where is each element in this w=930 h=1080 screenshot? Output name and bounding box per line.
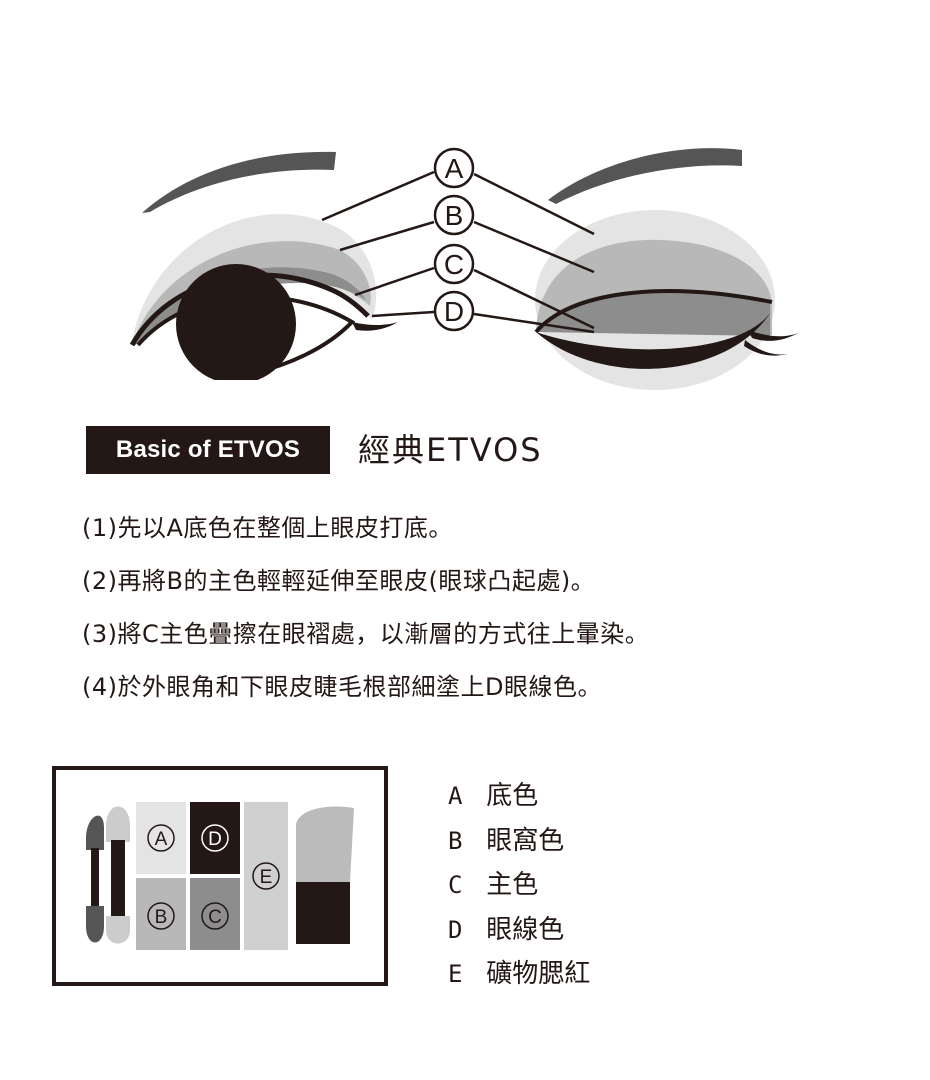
step-2: (2)再將B的主色輕輕延伸至眼皮(眼球凸起處)。 xyxy=(82,567,596,595)
legend-key-b: B xyxy=(448,826,463,855)
left-eyebrow xyxy=(142,151,336,213)
legend-item-d: D 眼線色 xyxy=(448,908,590,953)
palette-well-label-b: B xyxy=(155,907,168,928)
open-eye-illustration xyxy=(129,151,398,400)
callout-label-d: D xyxy=(444,296,464,327)
legend-label-b: 眼窩色 xyxy=(486,825,565,856)
shade-legend: A 底色 B 眼窩色 C 主色 D 眼線色 E 礦物腮紅 xyxy=(448,774,590,997)
right-shade-c xyxy=(536,290,770,336)
left-shade-b xyxy=(132,241,371,345)
left-lash xyxy=(352,322,398,331)
closed-eye-illustration xyxy=(534,148,800,390)
right-lashes xyxy=(744,330,800,356)
callout-badge-b: B xyxy=(433,194,475,236)
callout-label-c: C xyxy=(444,249,464,280)
palette-well-label-d: D xyxy=(208,829,222,850)
callout-badge-c: C xyxy=(433,243,475,285)
basic-of-etvos-badge: Basic of ETVOS xyxy=(86,426,330,474)
palette-well-a: A xyxy=(136,802,186,874)
right-lower-lid xyxy=(536,310,772,369)
legend-key-d: D xyxy=(448,915,463,944)
legend-label-a: 底色 xyxy=(486,781,539,811)
legend-key-e: E xyxy=(448,960,463,988)
palette-well-b: B xyxy=(136,878,186,950)
right-eyebrow xyxy=(548,148,742,204)
callout-label-a: A xyxy=(445,153,464,184)
palette-well-c: C xyxy=(190,878,240,950)
legend-label-c: 主色 xyxy=(486,870,539,900)
section-heading: 經典ETVOS xyxy=(358,431,543,469)
step-1: (1)先以A底色在整個上眼皮打底。 xyxy=(82,514,453,542)
legend-key-c: C xyxy=(448,871,463,899)
blush-brush-icon xyxy=(296,806,354,944)
legend-label-e: 礦物腮紅 xyxy=(486,959,591,989)
legend-item-c: C 主色 xyxy=(448,863,590,908)
instruction-steps: (1)先以A底色在整個上眼皮打底。 (2)再將B的主色輕輕延伸至眼皮(眼球凸起處… xyxy=(82,502,649,714)
step-3: (3)將C主色疊擦在眼褶處，以漸層的方式往上暈染。 xyxy=(82,620,650,648)
dark-applicator-icon xyxy=(86,815,104,943)
legend-key-a: A xyxy=(448,782,463,810)
right-lid-line xyxy=(534,289,773,334)
callout-label-b: B xyxy=(445,200,464,231)
palette-well-label-a: A xyxy=(155,829,168,850)
light-applicator-icon xyxy=(106,806,130,944)
left-lid-line xyxy=(129,272,370,347)
palette-well-label-e: E xyxy=(260,867,273,888)
palette-well-d: D xyxy=(190,802,240,874)
legend-item-a: A 底色 xyxy=(448,774,590,819)
callout-leader-lines xyxy=(321,170,595,334)
legend-label-d: 眼線色 xyxy=(486,914,565,945)
badge-label: Basic of ETVOS xyxy=(115,436,301,463)
left-iris xyxy=(176,264,296,384)
palette-well-e: E xyxy=(244,802,288,950)
legend-item-e: E 礦物腮紅 xyxy=(448,952,590,997)
callout-badge-a: A xyxy=(433,147,475,189)
eye-makeup-diagram: A B C D xyxy=(129,147,800,400)
legend-item-b: B 眼窩色 xyxy=(448,819,590,864)
palette-illustration: A D B C E xyxy=(52,766,388,986)
step-4: (4)於外眼角和下眼皮睫毛根部細塗上D眼線色。 xyxy=(82,673,602,701)
palette-well-label-c: C xyxy=(208,907,222,928)
callout-badge-d: D xyxy=(433,290,475,332)
